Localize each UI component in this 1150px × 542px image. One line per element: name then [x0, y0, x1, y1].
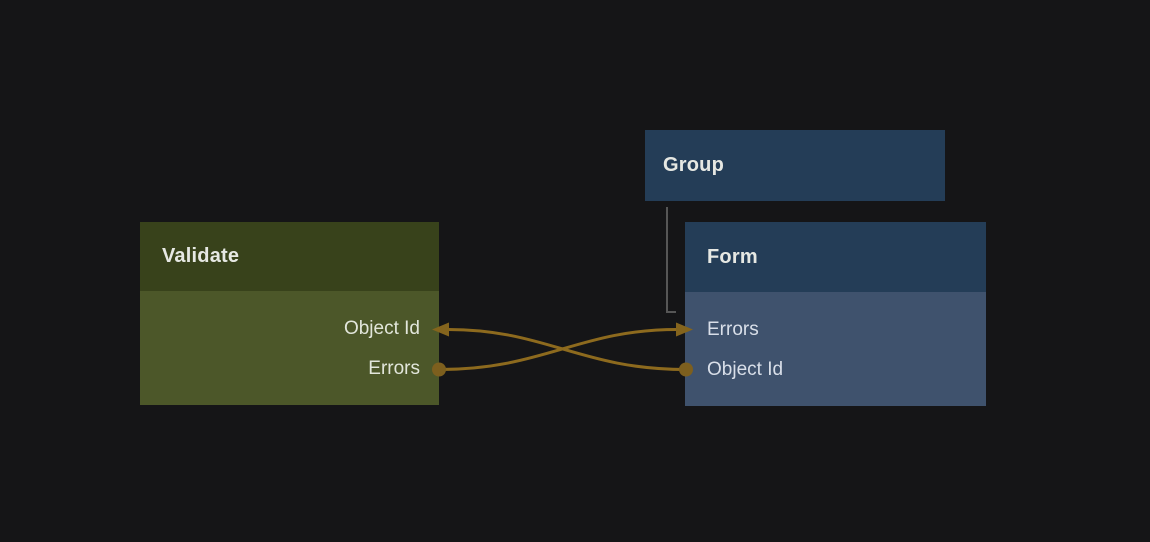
- port-form-errors: Errors: [685, 310, 986, 350]
- group-to-form-link: [666, 207, 676, 313]
- node-form[interactable]: Form Errors Object Id: [685, 222, 986, 406]
- port-validate-object-id: Object Id: [140, 309, 439, 349]
- node-title: Validate: [162, 245, 240, 267]
- node-validate[interactable]: Validate Object Id Errors: [140, 222, 439, 405]
- node-validate-header[interactable]: Validate: [140, 222, 439, 291]
- node-title: Form: [707, 245, 758, 268]
- port-validate-errors: Errors: [140, 349, 439, 389]
- port-label: Errors: [707, 319, 759, 340]
- node-group-header[interactable]: Group: [645, 130, 945, 201]
- port-label: Errors: [368, 358, 420, 379]
- node-title: Group: [663, 154, 724, 176]
- node-group[interactable]: Group: [645, 130, 945, 201]
- node-form-body: Errors Object Id: [685, 292, 986, 406]
- node-form-header[interactable]: Form: [685, 222, 986, 292]
- port-label: Object Id: [343, 318, 420, 339]
- port-label: Object Id: [707, 359, 784, 380]
- node-validate-body: Object Id Errors: [140, 291, 439, 405]
- edge-form-object-id-to-validate-object-id[interactable]: [447, 328, 687, 371]
- port-form-object-id: Object Id: [685, 350, 986, 390]
- edge-validate-errors-to-form-errors[interactable]: [438, 328, 678, 371]
